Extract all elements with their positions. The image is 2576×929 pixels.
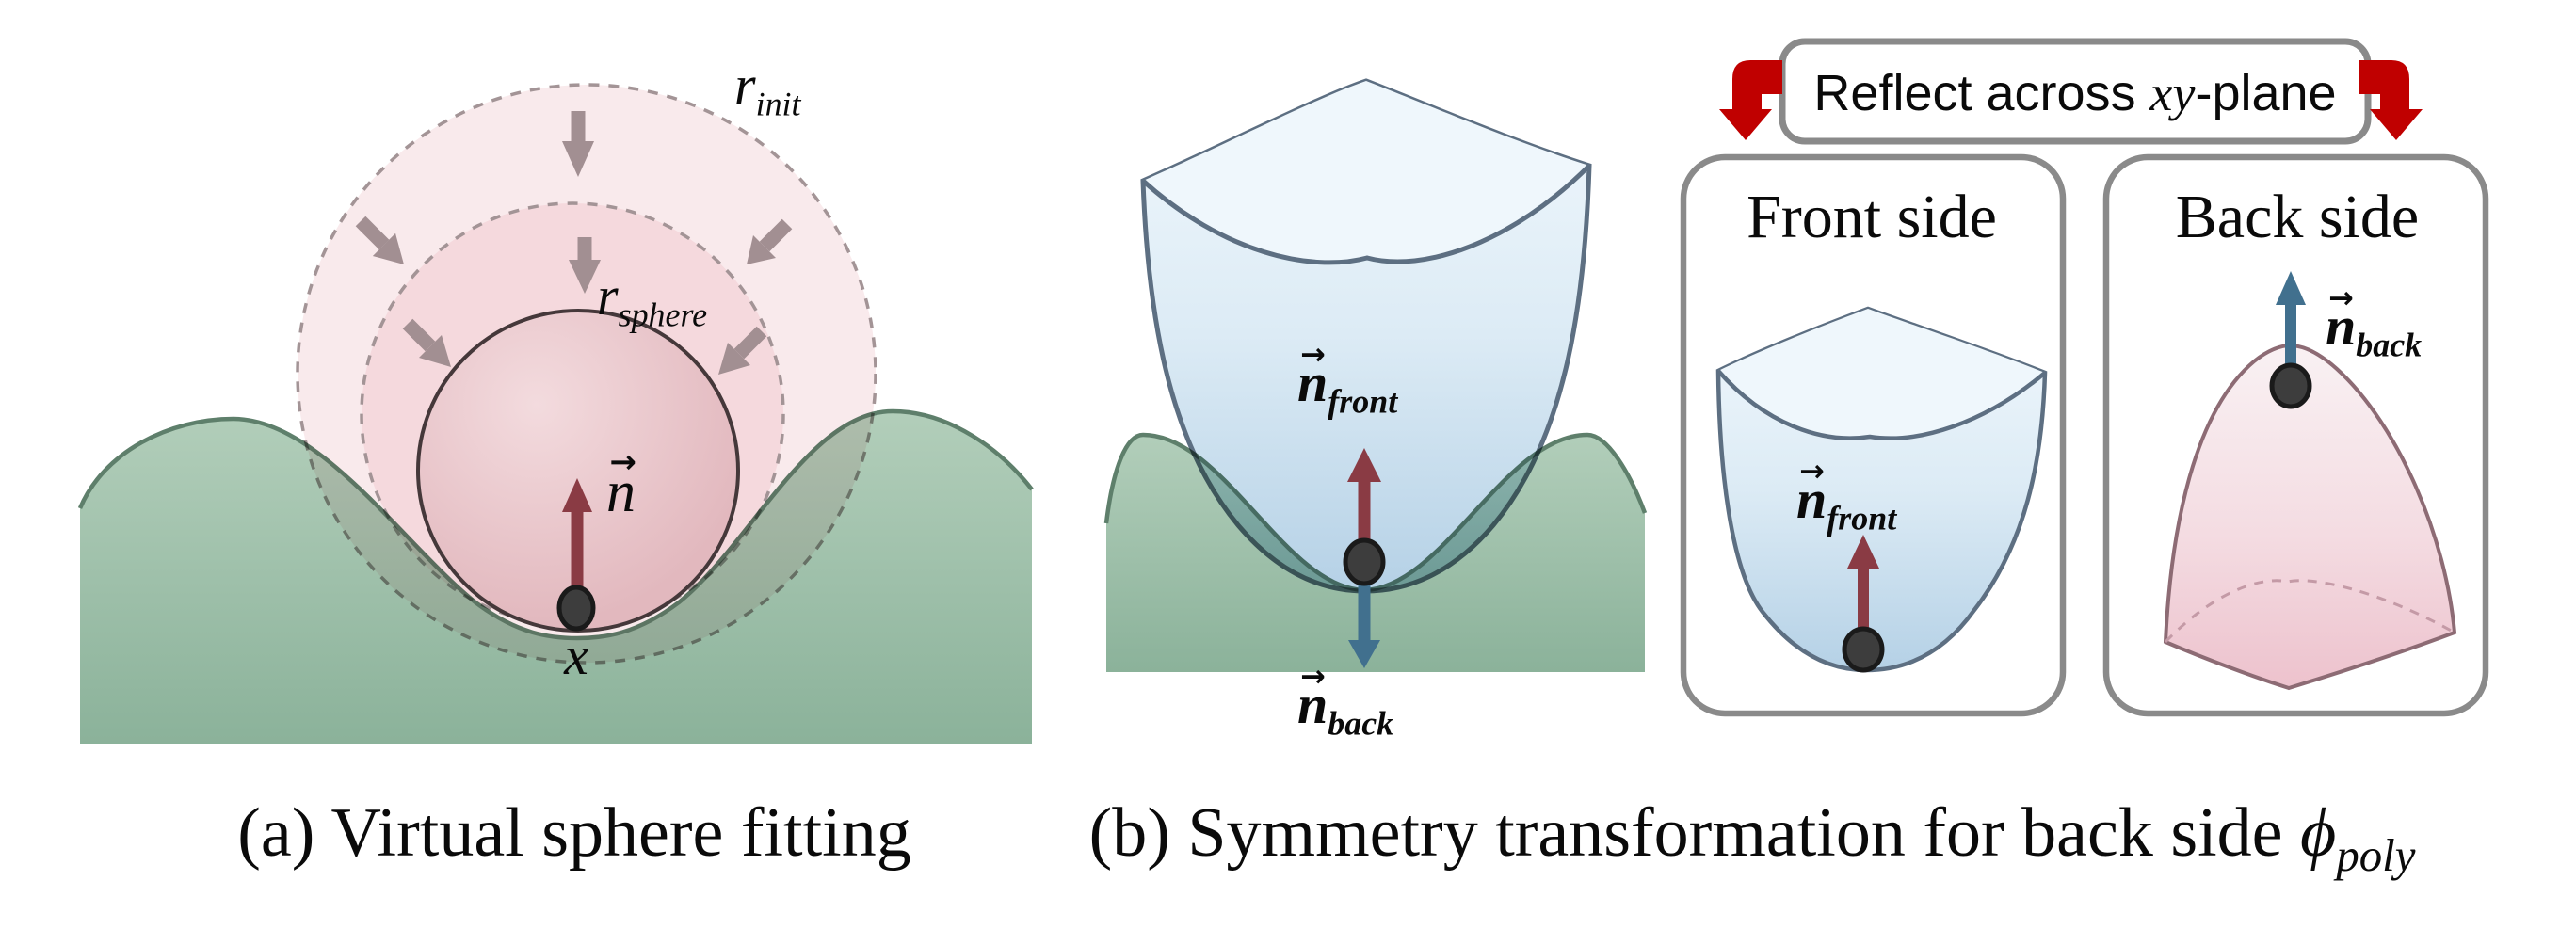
n-back-label-panel: → nback: [2326, 283, 2423, 364]
back-normal-arrowhead-panel: [2276, 271, 2306, 305]
n-back-base: n: [1297, 674, 1328, 735]
front-normal-arrowhead-panel: [1847, 535, 1879, 569]
shrink-arrow-icon: [419, 335, 451, 367]
n-front-label-panel: → nfront: [1796, 456, 1897, 537]
shrink-arrow-icon: [569, 260, 601, 294]
r-init-base: r: [734, 55, 756, 116]
shrink-arrow-icon: [718, 343, 750, 375]
r-init-sub: init: [755, 85, 801, 123]
front-surface-cup: [1140, 78, 1592, 594]
shrink-arrow-icon: [733, 326, 767, 360]
reflect-prefix: Reflect across: [1813, 65, 2150, 121]
shrink-arrow-icon: [562, 141, 594, 177]
reflect-arrow-right-icon: [2359, 60, 2423, 140]
cup-rim: [1141, 164, 1591, 265]
phi-symbol: ϕ: [2300, 794, 2337, 872]
back-side-title: Back side: [2175, 183, 2420, 251]
back-dome-body: [2163, 343, 2457, 691]
vector-arrow-icon: →: [2328, 280, 2354, 316]
normal-label-a: → n: [606, 446, 636, 524]
r-sphere-sub: sphere: [618, 296, 708, 334]
n-front-label-mid: → nfront: [1297, 340, 1398, 421]
caption-a: (a) Virtual sphere fitting: [237, 794, 911, 872]
surface-point-front-panel: [1842, 626, 1885, 673]
back-dome-hidden-rim: [2164, 579, 2455, 644]
contact-point-label: x: [564, 625, 588, 686]
front-normal-arrowhead-mid: [1347, 448, 1381, 482]
n-back-sub: back: [1328, 704, 1394, 743]
n-back-base: n: [2326, 296, 2357, 357]
n-front-base: n: [1796, 469, 1827, 530]
reflect-suffix: -plane: [2195, 65, 2337, 121]
front-side-title: Front side: [1747, 183, 1997, 251]
normal-arrowhead-a: [562, 478, 592, 512]
r-init-label: rinit: [734, 58, 801, 122]
reflect-arrow-left-icon: [1719, 60, 1782, 140]
front-bowl-inner-top: [1718, 309, 2045, 440]
r-sphere-label: rsphere: [597, 269, 707, 333]
shrink-arrow-icon: [759, 218, 793, 252]
shrink-arrows: [355, 111, 793, 375]
surface-point-back-panel: [2269, 362, 2312, 409]
vector-arrow-icon: →: [1300, 336, 1326, 373]
caption-b-text: (b) Symmetry transformation for back sid…: [1088, 794, 2301, 872]
surface-point-a: [556, 585, 596, 632]
r-sphere-base: r: [597, 265, 619, 327]
front-bowl-rim: [1716, 369, 2047, 440]
phi-sub: poly: [2336, 828, 2416, 881]
cup-inner-top: [1143, 81, 1589, 263]
shrink-arrow-icon: [747, 235, 776, 264]
caption-b: (b) Symmetry transformation for back sid…: [1089, 798, 2416, 879]
vector-arrow-icon: →: [1300, 658, 1326, 695]
shrink-arrow-icon: [355, 216, 390, 250]
shrink-arrow-icon: [402, 318, 436, 352]
normal-label-a-base: n: [606, 460, 636, 524]
shrink-arrow-icon: [373, 233, 404, 264]
n-back-label-mid: → nback: [1297, 662, 1394, 743]
virtual-spheres-group: [296, 83, 877, 665]
back-normal-arrowhead-mid: [1348, 640, 1380, 668]
vector-arrow-icon: →: [609, 443, 636, 482]
n-front-sub: front: [1827, 499, 1897, 537]
n-back-sub: back: [2356, 326, 2423, 364]
n-front-sub: front: [1328, 382, 1398, 421]
n-front-base: n: [1297, 352, 1328, 413]
reflect-box-label: Reflect across xy-plane: [1813, 68, 2336, 119]
surface-point-mid: [1343, 537, 1386, 586]
vector-arrow-icon: →: [1799, 453, 1825, 489]
reflect-math: xy: [2149, 65, 2196, 121]
